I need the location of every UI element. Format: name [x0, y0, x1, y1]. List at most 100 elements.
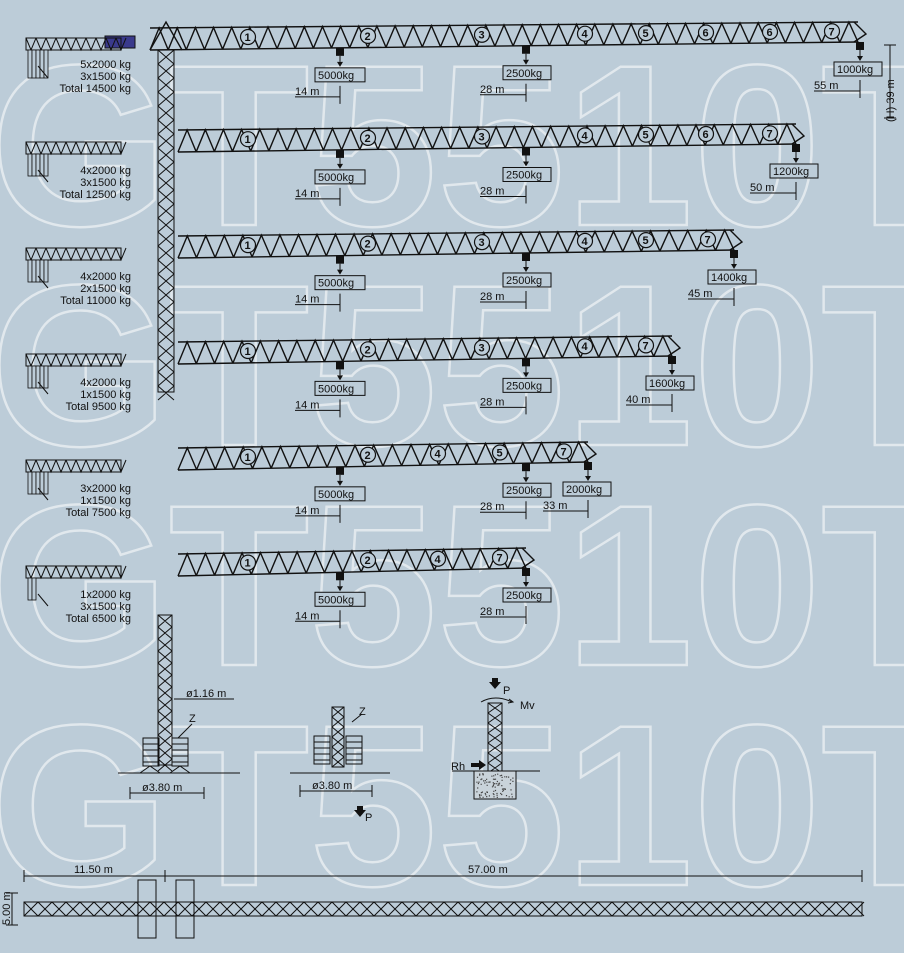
- jib-tip: [729, 229, 744, 251]
- counterweight-label: Total 14500 kg: [59, 83, 131, 95]
- segment-number: 1: [245, 240, 251, 252]
- hook-icon: [523, 372, 529, 378]
- load-box: [833, 61, 883, 77]
- segment-marker: [359, 552, 377, 569]
- load-distance: 45 m: [688, 288, 712, 300]
- hook-trolley: [856, 41, 864, 50]
- segment-number: 4: [582, 130, 589, 142]
- hook-trolley: [730, 250, 738, 258]
- load-value: 5000kg: [318, 278, 354, 290]
- hook-trolley: [522, 45, 530, 54]
- hook-trolley: [522, 252, 530, 261]
- load-box: [562, 481, 612, 497]
- counterweight-block: [27, 49, 33, 79]
- segment-marker: [359, 446, 377, 463]
- p-label-b: P: [365, 812, 372, 824]
- counterweight-block: [27, 471, 33, 495]
- plan-width: 5.00 m: [1, 891, 13, 925]
- segment-marker: [359, 129, 377, 146]
- counterweight-block: [31, 49, 37, 79]
- counterweight-block: [43, 259, 49, 283]
- load-box: [314, 67, 366, 83]
- load-distance: 50 m: [750, 182, 774, 194]
- counterweight-label: 3x1500 kg: [80, 601, 131, 613]
- segment-marker: [576, 232, 594, 249]
- segment-number: 2: [365, 239, 371, 251]
- counterweight-block: [27, 259, 33, 283]
- hook-trolley: [792, 144, 800, 152]
- segment-marker: [491, 444, 509, 461]
- load-value: 2500kg: [506, 169, 542, 181]
- p-arrow-c: [489, 678, 501, 689]
- jib-tip: [853, 21, 868, 43]
- load-distance: 28 m: [480, 501, 504, 513]
- jib-bottom-chord: [177, 355, 673, 365]
- rh-label: Rh: [451, 761, 465, 773]
- segment-marker: [359, 27, 377, 44]
- segment-marker: [239, 237, 257, 254]
- segment-marker: [429, 550, 447, 567]
- segment-number: 3: [479, 132, 485, 144]
- segment-number: 5: [497, 448, 503, 460]
- counterweight-block: [43, 153, 49, 177]
- p-label-c: P: [503, 685, 510, 697]
- segment-number: 3: [479, 30, 485, 42]
- jib-bottom-chord: [177, 567, 527, 577]
- segment-marker: [239, 448, 257, 465]
- counter-jib: [25, 247, 127, 289]
- segment-number: 3: [479, 237, 485, 249]
- counterweight-block: [39, 49, 45, 79]
- segment-marker: [473, 234, 491, 251]
- load-distance: 33 m: [543, 500, 567, 512]
- counterweight-block: [43, 365, 49, 389]
- segment-number: 2: [365, 133, 371, 145]
- jib-tip: [583, 441, 598, 463]
- hook-icon: [669, 370, 675, 375]
- load-distance: 28 m: [480, 185, 504, 197]
- load-value: 2500kg: [506, 68, 542, 80]
- hook-icon: [523, 582, 529, 587]
- segment-marker: [429, 445, 447, 462]
- base-width-b: ø3.80 m: [312, 780, 352, 792]
- hook-icon: [337, 586, 343, 592]
- load-distance: 40 m: [626, 394, 650, 406]
- counterweight-block: [31, 471, 37, 495]
- jib-bottom-chord: [149, 41, 859, 51]
- hook-icon: [731, 264, 737, 269]
- counterweight-block: [31, 365, 37, 389]
- jib-top-chord: [177, 441, 589, 449]
- jib-lattice: [177, 122, 797, 153]
- jib-top-chord: [177, 123, 797, 131]
- counterweight-label: 3x1500 kg: [80, 177, 131, 189]
- counter-jib-length: 11.50 m: [74, 864, 113, 876]
- height-label: (H) 39 m: [885, 79, 897, 122]
- hook-trolley: [522, 358, 530, 367]
- load-value: 2500kg: [506, 590, 542, 602]
- load-value: 5000kg: [318, 383, 354, 395]
- counter-jib: [25, 37, 127, 79]
- segment-number: 6: [767, 27, 773, 39]
- load-box: [502, 65, 552, 81]
- hook-icon: [523, 59, 529, 65]
- segment-number: 7: [643, 340, 649, 352]
- load-box: [769, 163, 819, 179]
- segment-number: 5: [643, 235, 649, 247]
- segment-number: 5: [643, 130, 649, 142]
- counterweight-label: 4x2000 kg: [80, 271, 131, 283]
- segment-number: 5: [643, 28, 649, 40]
- jib-lattice: [177, 334, 673, 365]
- z-label-a: Z: [189, 713, 196, 725]
- segment-marker: [637, 337, 655, 354]
- p-arrow-b: [354, 806, 366, 817]
- segment-number: 2: [365, 555, 371, 567]
- load-box: [314, 169, 366, 185]
- segment-marker: [823, 23, 841, 40]
- hook-icon: [857, 55, 863, 61]
- segment-number: 3: [479, 343, 485, 355]
- jib-lattice: [149, 20, 859, 51]
- hook-icon: [793, 158, 799, 163]
- load-distance: 28 m: [480, 606, 504, 618]
- segment-number: 4: [435, 554, 442, 566]
